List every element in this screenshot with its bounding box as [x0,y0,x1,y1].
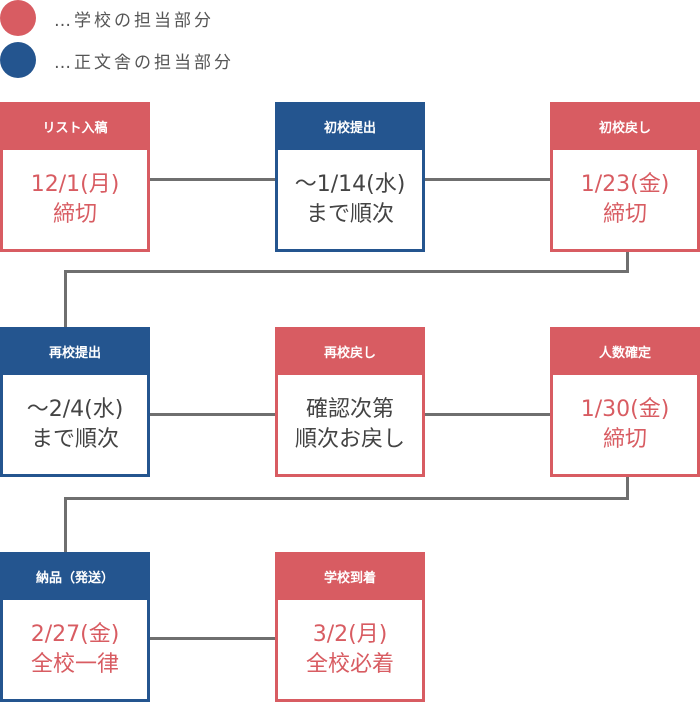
connector-line [425,413,550,416]
step-date: 〜1/14(水) [294,171,406,197]
connector-line [425,178,550,181]
step-note: 締切 [602,201,647,227]
step-date: 〜2/4(水) [26,396,124,422]
step-list-submission: リスト入稿 12/1(月) 締切 [0,102,150,252]
step-note: 締切 [52,201,97,227]
step-note: 全校必着 [305,651,394,677]
step-date: 1/30(金) [580,396,670,422]
legend-label: …正文舎の担当部分 [54,52,234,73]
step-delivery: 納品（発送） 2/27(金) 全校一律 [0,552,150,702]
connector-line [626,475,629,499]
blue-circle-icon [0,42,36,78]
step-title: 人数確定 [550,327,700,375]
step-school-arrival: 学校到着 3/2(月) 全校必着 [275,552,425,702]
step-second-proof-return: 再校戻し 確認次第 順次お戻し [275,327,425,477]
step-note: 締切 [602,426,647,452]
step-date: 12/1(月) [30,171,120,197]
legend-label: …学校の担当部分 [54,10,214,31]
step-note: まで順次 [305,201,394,227]
step-note: まで順次 [30,426,119,452]
connector-line [150,413,275,416]
step-title: リスト入稿 [0,102,150,150]
connector-line [64,497,629,500]
step-title: 初校戻し [550,102,700,150]
step-second-proof-submission: 再校提出 〜2/4(水) まで順次 [0,327,150,477]
connector-line [150,637,275,640]
step-date: 確認次第 [305,396,394,422]
connector-line [64,497,67,552]
step-note: 全校一律 [30,651,119,677]
step-title: 初校提出 [275,102,425,150]
step-title: 学校到着 [275,552,425,600]
step-title: 再校戻し [275,327,425,375]
step-date: 2/27(金) [30,621,120,647]
step-first-proof-submission: 初校提出 〜1/14(水) まで順次 [275,102,425,252]
step-first-proof-return: 初校戻し 1/23(金) 締切 [550,102,700,252]
connector-line [626,250,629,272]
legend-seibunsha: …正文舎の担当部分 [0,42,234,78]
connector-line [64,270,67,327]
connector-line [150,178,275,181]
step-date: 1/23(金) [580,171,670,197]
step-date: 3/2(月) [312,621,388,647]
step-title: 再校提出 [0,327,150,375]
red-circle-icon [0,0,36,36]
connector-line [64,270,629,273]
step-title: 納品（発送） [0,552,150,600]
legend-school: …学校の担当部分 [0,0,214,36]
step-note: 順次お戻し [294,426,405,452]
step-headcount-confirmation: 人数確定 1/30(金) 締切 [550,327,700,477]
